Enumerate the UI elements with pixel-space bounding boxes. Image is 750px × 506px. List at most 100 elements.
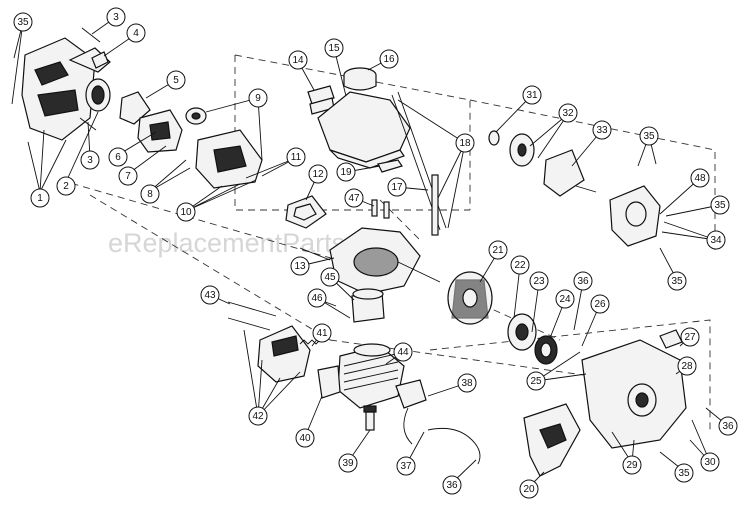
- callout-number: 36: [446, 480, 458, 491]
- callout-circle: [674, 463, 694, 483]
- part-filter: [307, 85, 335, 115]
- callout-30: 30: [700, 452, 720, 472]
- callout-number: 14: [292, 55, 304, 66]
- part-guard: [523, 403, 581, 477]
- part-gasket-inner: [293, 203, 317, 221]
- callout-number: 31: [526, 90, 538, 101]
- callout-circle: [396, 456, 416, 476]
- callout-number: 25: [530, 376, 542, 387]
- callout-number: 10: [180, 207, 192, 218]
- callout-43: 43: [200, 285, 220, 305]
- part-engine-housing: [581, 329, 687, 449]
- callout-circle: [30, 188, 50, 208]
- callout-number: 35: [17, 17, 29, 28]
- callout-number: 36: [577, 276, 589, 287]
- callout-number: 20: [523, 484, 535, 495]
- callout-number: 29: [626, 460, 638, 471]
- callout-circle: [200, 285, 220, 305]
- callout-number: 38: [461, 378, 473, 389]
- callout-35: 35: [710, 195, 730, 215]
- callout-circle: [455, 133, 475, 153]
- callout-number: 9: [255, 93, 261, 104]
- callout-17: 17: [387, 177, 407, 197]
- callout-circle: [529, 271, 549, 291]
- callout-18: 18: [455, 133, 475, 153]
- callout-circle: [677, 356, 697, 376]
- callout-circle: [290, 256, 310, 276]
- callout-number: 27: [684, 332, 696, 343]
- part-bracket: [317, 365, 341, 399]
- part-intake-block: [195, 129, 263, 189]
- part-fuel-tank: [317, 91, 411, 169]
- callout-circle: [590, 294, 610, 314]
- callout-circle: [457, 373, 477, 393]
- callout-27: 27: [680, 327, 700, 347]
- callout-circle: [667, 271, 687, 291]
- callout-number: 35: [643, 131, 655, 142]
- callout-number: 28: [681, 361, 693, 372]
- callout-38: 38: [457, 373, 477, 393]
- part-ignition-coil: [395, 379, 427, 445]
- callout-number: 7: [125, 171, 131, 182]
- callout-number: 22: [514, 260, 526, 271]
- callout-number: 3: [113, 12, 119, 23]
- callout-number: 34: [710, 235, 722, 246]
- callout-circle: [336, 162, 356, 182]
- callout-39: 39: [338, 453, 358, 473]
- callout-circle: [80, 150, 100, 170]
- callout-circle: [379, 49, 399, 69]
- callout-bubbles: 1233456789101112131415161718192021222324…: [13, 7, 738, 499]
- part-long-screws: [227, 301, 277, 331]
- callout-29: 29: [622, 455, 642, 475]
- callout-number: 12: [312, 169, 324, 180]
- callout-number: 35: [714, 200, 726, 211]
- callout-circle: [320, 267, 340, 287]
- callout-circle: [592, 120, 612, 140]
- callout-circle: [718, 416, 738, 436]
- callout-circle: [248, 406, 268, 426]
- callout-16: 16: [379, 49, 399, 69]
- callout-33: 33: [592, 120, 612, 140]
- part-bolts: [371, 199, 390, 219]
- callout-circle: [622, 455, 642, 475]
- callout-28: 28: [677, 356, 697, 376]
- callout-number: 43: [204, 290, 216, 301]
- callout-number: 17: [391, 182, 403, 193]
- callout-circle: [710, 195, 730, 215]
- callout-47: 47: [344, 188, 364, 208]
- callout-number: 23: [533, 276, 545, 287]
- callout-46: 46: [307, 288, 327, 308]
- callout-number: 4: [133, 28, 139, 39]
- callout-circle: [522, 85, 542, 105]
- part-clutch-housing: [609, 185, 661, 247]
- callout-number: 8: [147, 189, 153, 200]
- callout-circle: [519, 479, 539, 499]
- callout-15: 15: [324, 38, 344, 58]
- part-crankcase: [299, 227, 441, 295]
- callout-35: 35: [674, 463, 694, 483]
- callout-number: 35: [678, 468, 690, 479]
- part-carburetor: [137, 109, 183, 153]
- callout-7: 7: [118, 166, 138, 186]
- callout-number: 46: [311, 293, 323, 304]
- callout-circle: [526, 371, 546, 391]
- part-starter-pulley: [507, 313, 537, 351]
- callout-circle: [106, 7, 126, 27]
- part-fuel-cap: [343, 67, 377, 91]
- callout-44: 44: [393, 342, 413, 362]
- part-fan-cover: [21, 37, 111, 141]
- part-clutch-assembly: [488, 130, 597, 197]
- callout-circle: [338, 453, 358, 473]
- callout-number: 30: [704, 457, 716, 468]
- part-piston: [351, 288, 385, 323]
- callout-5: 5: [166, 70, 186, 90]
- callout-circle: [680, 327, 700, 347]
- callout-circle: [442, 475, 462, 495]
- callout-circle: [286, 147, 306, 167]
- callout-circle: [56, 176, 76, 196]
- callout-number: 19: [340, 167, 352, 178]
- callout-12: 12: [308, 164, 328, 184]
- callout-20: 20: [519, 479, 539, 499]
